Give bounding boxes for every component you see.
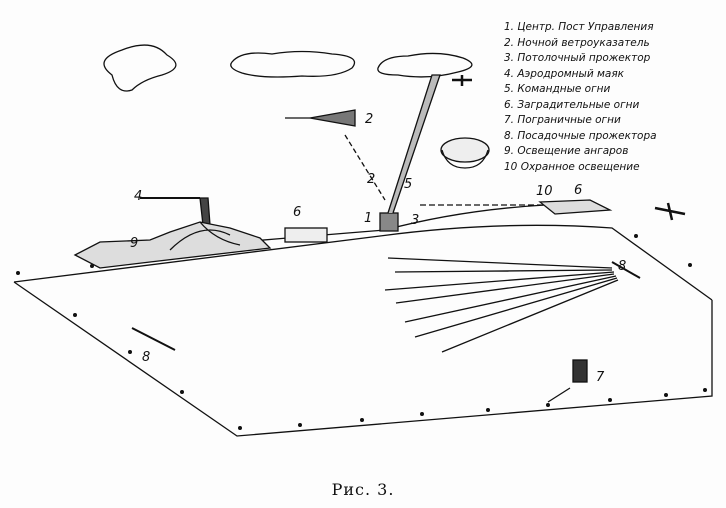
cloud [103, 44, 177, 92]
legend-item: 8. Посадочные прожектора [504, 129, 657, 142]
figure-caption: Рис. 3. [331, 480, 395, 499]
searchlight-beam [387, 74, 441, 214]
plane-icon [654, 202, 686, 221]
callout-3: 3 [411, 213, 419, 228]
callout-4: 4 [134, 189, 142, 204]
callout-2: 2 [367, 172, 375, 187]
callout-6: 6 [293, 205, 301, 220]
callout-6: 6 [574, 183, 582, 198]
legend-item: 3. Потолочный прожектор [504, 52, 651, 64]
cloud [377, 52, 473, 78]
landing-light-beams [384, 257, 619, 353]
callout-8: 8 [618, 259, 626, 274]
command-lights [440, 137, 490, 163]
boundary-light [572, 359, 588, 383]
field-outline [13, 224, 713, 437]
plane-icon [452, 75, 472, 86]
windsock [309, 109, 356, 127]
legend-item: 1. Центр. Пост Управления [504, 21, 654, 33]
hangars [73, 221, 272, 269]
legend-item: 9. Освещение ангаров [504, 145, 629, 157]
legend-item: 2. Ночной ветроуказатель [504, 36, 650, 49]
callout-10: 10 [536, 184, 553, 199]
callout-7: 7 [596, 370, 605, 385]
control-post [379, 212, 399, 232]
security-building [538, 199, 613, 215]
legend-item: 4. Аэродромный маяк [504, 67, 624, 80]
legend-item: 5. Командные огни [504, 83, 611, 95]
cloud [230, 50, 356, 78]
legend-item: 6. Заградительные огни [504, 98, 640, 111]
legend-item: 7. Пограничные огни [504, 114, 621, 126]
callout-2: 2 [365, 112, 373, 127]
legend: 1. Центр. Пост Управления 2. Ночной ветр… [504, 20, 657, 175]
callout-9: 9 [130, 236, 138, 251]
boundary-lamps [16, 234, 707, 430]
callout-5: 5 [404, 177, 412, 192]
callout-1: 1 [364, 211, 372, 226]
obstacle-building [284, 227, 328, 243]
beacon-tower [199, 197, 211, 226]
callout-8: 8 [142, 350, 150, 365]
legend-item: 10 Охранное освещение [504, 160, 640, 173]
